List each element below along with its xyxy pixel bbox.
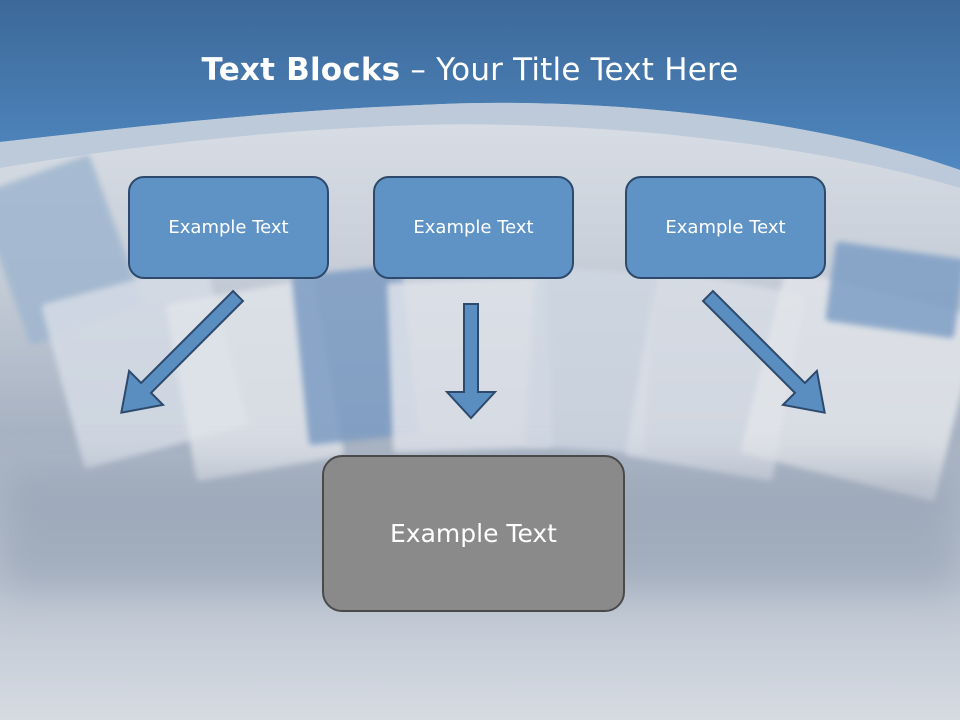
text-block-label: Example Text [665, 217, 786, 238]
title-bold-text: Text Blocks [201, 52, 401, 88]
text-block-label: Example Text [413, 217, 534, 238]
header-band [0, 0, 960, 188]
text-block-center[interactable]: Example Text [373, 176, 574, 279]
slide-title: Text Blocks – Your Title Text Here [0, 52, 940, 88]
text-block-left[interactable]: Example Text [128, 176, 329, 279]
text-block-bottom[interactable]: Example Text [322, 455, 625, 612]
text-block-label: Example Text [168, 217, 289, 238]
arrow-left-to-bottom [120, 289, 245, 414]
title-rest-text: Your Title Text Here [436, 52, 739, 88]
text-block-right[interactable]: Example Text [625, 176, 826, 279]
arrow-center-to-bottom [444, 303, 498, 420]
arrow-right-to-bottom [701, 289, 826, 414]
text-block-label: Example Text [390, 519, 557, 548]
title-separator: – [400, 52, 437, 88]
